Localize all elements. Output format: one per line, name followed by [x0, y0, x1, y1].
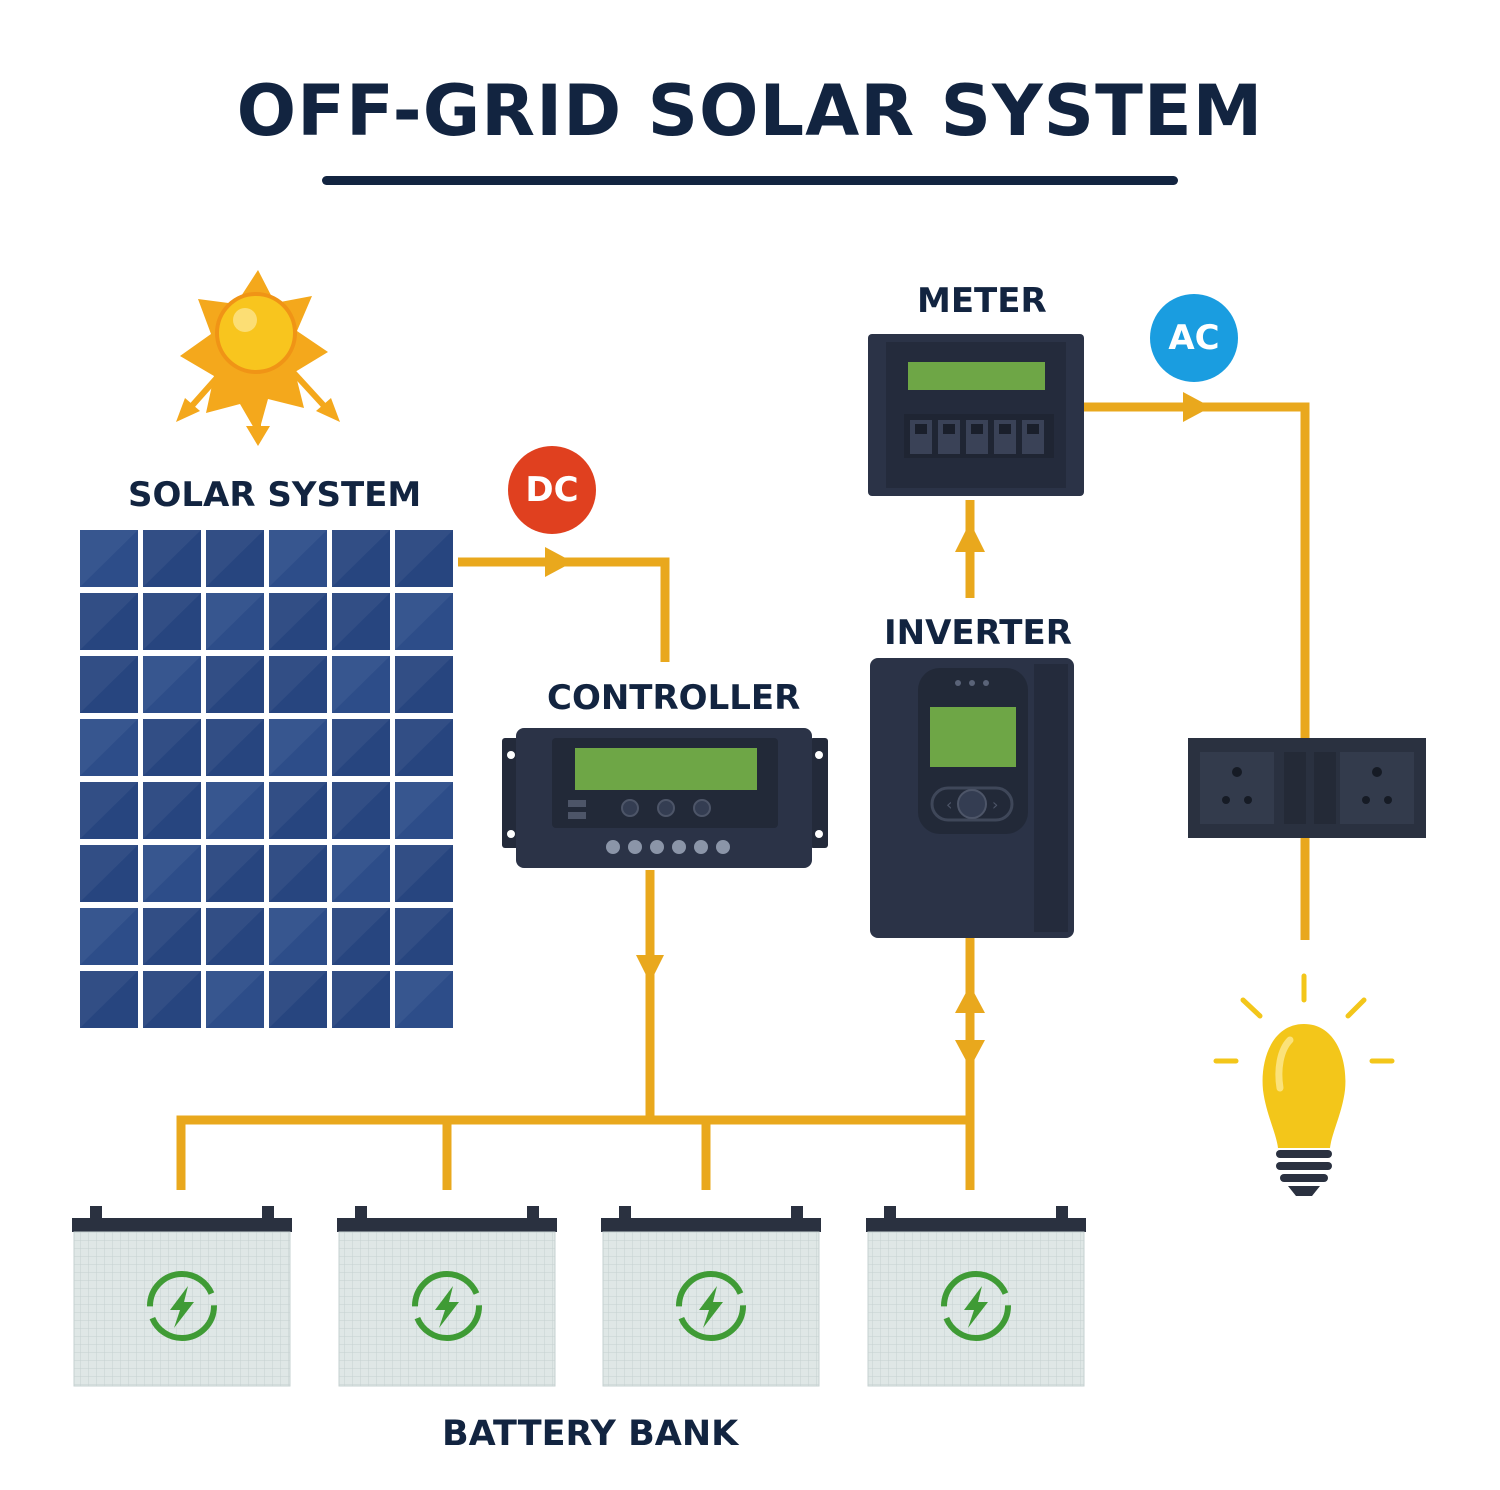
wire-arrows: [545, 392, 1211, 1068]
solar-cell: [143, 719, 201, 776]
arrow-down-icon: [636, 955, 664, 983]
solar-panel-cells: [80, 530, 453, 1028]
wall-socket-icon: [1188, 738, 1426, 838]
charge-controller: [502, 728, 828, 868]
solar-cell: [332, 971, 390, 1028]
solar-cell: [332, 719, 390, 776]
arrow-up-icon: [955, 985, 985, 1013]
solar-cell: [269, 971, 327, 1028]
solar-cell: [332, 656, 390, 713]
lightning-icon: [412, 1271, 482, 1341]
solar-panel: [78, 528, 453, 1030]
solar-cell: [80, 908, 138, 965]
solar-cell: [206, 971, 264, 1028]
solar-cell: [206, 845, 264, 902]
solar-cell: [332, 908, 390, 965]
ac-badge: AC: [1150, 294, 1238, 382]
solar-cell: [332, 782, 390, 839]
solar-cell: [80, 845, 138, 902]
solar-cell: [143, 908, 201, 965]
solar-cell: [395, 530, 453, 587]
arrow-up-icon: [955, 522, 985, 552]
solar-cell: [206, 530, 264, 587]
solar-cell: [143, 656, 201, 713]
solar-cell: [80, 656, 138, 713]
meter-label: METER: [917, 281, 1047, 321]
battery: [337, 1206, 557, 1387]
battery-bank-label: BATTERY BANK: [442, 1414, 739, 1454]
solar-cell: [332, 593, 390, 650]
solar-cell: [332, 530, 390, 587]
solar-cell: [143, 971, 201, 1028]
svg-text:›: ›: [992, 795, 998, 814]
solar-cell: [395, 719, 453, 776]
dc-badge: DC: [508, 446, 596, 534]
solar-cell: [269, 908, 327, 965]
solar-cell: [269, 656, 327, 713]
wire-meter-to-socket: [1084, 402, 1310, 738]
solar-cell: [206, 908, 264, 965]
battery: [72, 1206, 292, 1387]
arrow-right-icon: [545, 547, 573, 577]
solar-cell: [206, 782, 264, 839]
lightning-icon: [941, 1271, 1011, 1341]
title-underline: [322, 176, 1178, 185]
page-title: OFF-GRID SOLAR SYSTEM: [236, 70, 1264, 152]
inverter: ‹ ›: [870, 658, 1074, 938]
solar-cell: [206, 719, 264, 776]
light-bulb-icon: [1213, 973, 1395, 1196]
solar-cell: [269, 593, 327, 650]
solar-cell: [269, 845, 327, 902]
wire-panel-to-controller: [458, 557, 670, 662]
battery: [866, 1206, 1086, 1387]
solar-cell: [206, 593, 264, 650]
solar-cell: [80, 530, 138, 587]
arrow-right-icon: [1183, 392, 1211, 422]
solar-cell: [143, 593, 201, 650]
solar-cell: [395, 845, 453, 902]
solar-cell: [80, 593, 138, 650]
meter: [868, 334, 1084, 496]
svg-text:‹: ‹: [946, 795, 952, 814]
solar-cell: [395, 908, 453, 965]
battery-bank: [72, 1206, 1086, 1387]
controller-terminals: [606, 840, 730, 854]
solar-cell: [332, 845, 390, 902]
solar-cell: [395, 971, 453, 1028]
solar-cell: [143, 530, 201, 587]
solar-cell: [143, 782, 201, 839]
solar-cell: [143, 845, 201, 902]
solar-cell: [80, 719, 138, 776]
solar-cell: [269, 782, 327, 839]
lightning-icon: [147, 1271, 217, 1341]
lightning-icon: [676, 1271, 746, 1341]
battery: [601, 1206, 821, 1387]
solar-cell: [206, 656, 264, 713]
sun-icon: [176, 270, 340, 446]
solar-cell: [269, 530, 327, 587]
wire-battery-bus: [176, 1115, 970, 1190]
arrow-down-icon: [955, 1040, 985, 1068]
inverter-label: INVERTER: [884, 613, 1072, 653]
solar-cell: [269, 719, 327, 776]
solar-cell: [395, 782, 453, 839]
solar-cell: [80, 971, 138, 1028]
controller-label: CONTROLLER: [547, 678, 801, 718]
solar-cell: [395, 593, 453, 650]
solar-cell: [395, 656, 453, 713]
solar-cell: [80, 782, 138, 839]
solar-system-label: SOLAR SYSTEM: [128, 475, 422, 515]
wires: [176, 402, 1310, 1190]
